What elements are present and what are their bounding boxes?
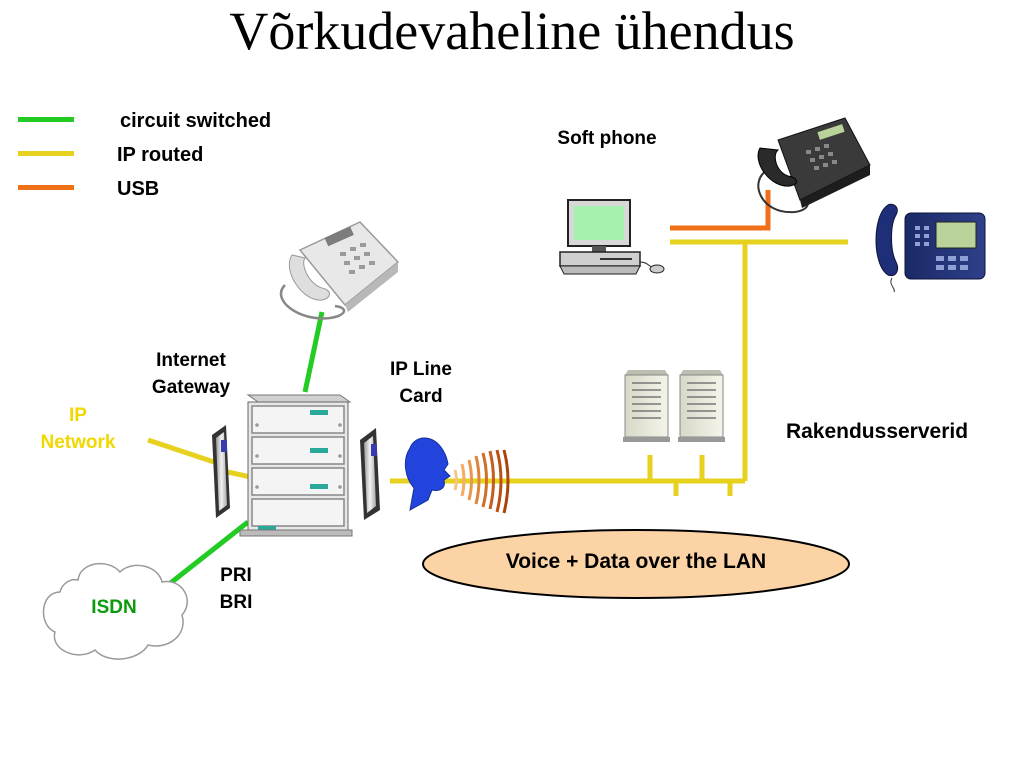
bri-label: BRI (219, 592, 253, 613)
isdn-cloud-icon (42, 562, 188, 660)
ip-network-label: IP Network (28, 402, 128, 456)
lan-lines (147, 239, 848, 496)
ip-network-line (147, 437, 215, 465)
phone-to-gateway (302, 311, 325, 393)
ip-network-label-line1: IP (69, 405, 87, 426)
pri-bri-label: PRI BRI (206, 562, 266, 616)
circuit-lines (166, 311, 325, 587)
ip-line-card-label: IP Line Card (370, 356, 472, 410)
computer-icon (559, 199, 665, 275)
lan-banner-shape (422, 529, 850, 599)
ip-line-card-label-line1: IP Line (390, 359, 452, 380)
internet-gateway-label: Internet Gateway (130, 347, 252, 401)
page-title: Võrkudevaheline ühendus (229, 1, 795, 61)
isdn-label: ISDN (91, 597, 137, 618)
legend-label-ip: IP routed (117, 144, 204, 166)
lan-banner-label: Voice + Data over the LAN (505, 550, 767, 573)
internet-gateway-label-line2: Gateway (151, 377, 231, 398)
speaker-head-icon (404, 437, 510, 514)
legend-line-circuit (18, 117, 74, 122)
ip-network-label-line2: Network (40, 432, 116, 453)
soft-phone-label: Soft phone (557, 128, 657, 149)
pri-label: PRI (220, 565, 252, 586)
ip-phone-icon (875, 203, 986, 293)
legend-label-usb: USB (117, 178, 160, 200)
gateway-to-isdn (166, 520, 250, 587)
pbx-switch-icon (239, 394, 353, 537)
legend-label-circuit: circuit switched (120, 110, 272, 132)
rakendusserverid-label: Rakendusserverid (785, 420, 969, 443)
business-phone-icon (757, 117, 871, 214)
desk-phone-icon (279, 221, 400, 320)
legend-line-usb (18, 185, 74, 190)
gateway-card-left-icon (212, 425, 230, 518)
ip-line-card-icon (360, 428, 380, 520)
server-1-icon (623, 370, 670, 442)
ip-line-card-label-line2: Card (399, 386, 443, 407)
legend-line-ip (18, 151, 74, 156)
internet-gateway-label-line1: Internet (156, 350, 226, 371)
server-2-icon (678, 370, 725, 442)
usb-line (670, 190, 771, 231)
